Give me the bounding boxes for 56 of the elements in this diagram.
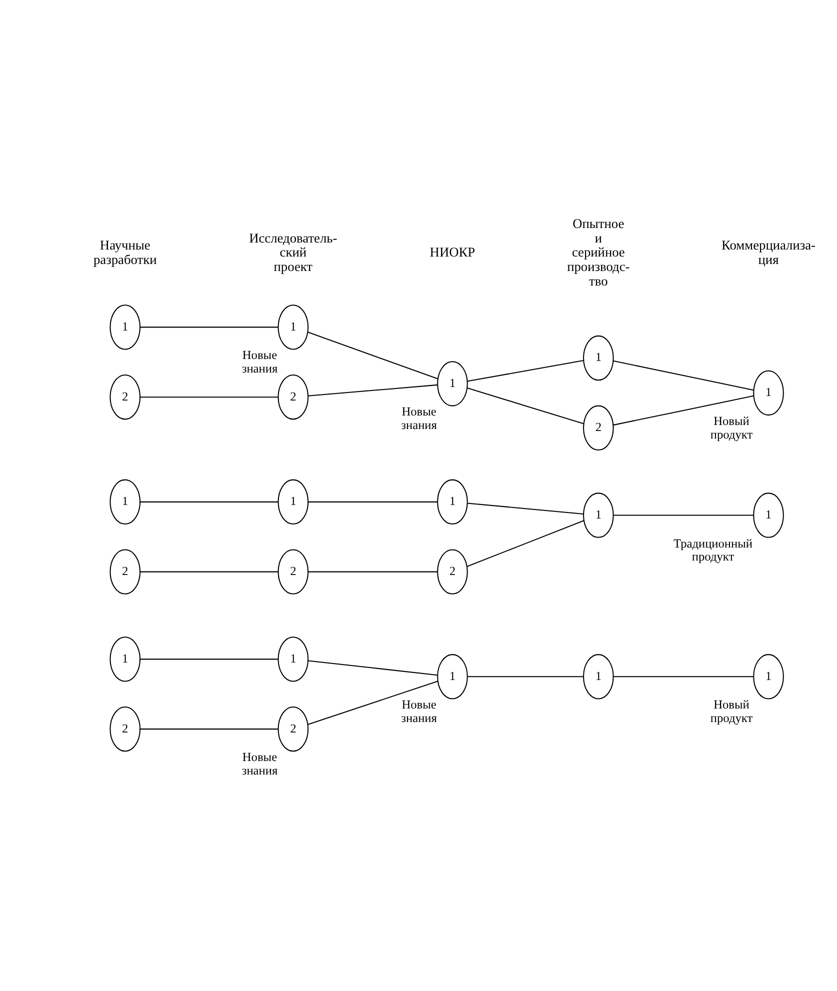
connector xyxy=(140,728,278,730)
node-ellipse: 1 xyxy=(110,636,141,682)
connector xyxy=(613,360,754,391)
node-label: Новые знания xyxy=(242,348,278,376)
node-ellipse: 2 xyxy=(110,549,141,594)
label: НИОКР xyxy=(430,244,476,260)
node-ellipse: 1 xyxy=(437,479,468,525)
node-label: Новые знания xyxy=(401,404,437,432)
node-label: Новые знания xyxy=(401,698,437,725)
node-ellipse: 2 xyxy=(278,706,309,752)
label: Опытное и серийное производс- тво xyxy=(567,216,630,288)
node-label: Новый продукт xyxy=(710,414,753,442)
label: Исследователь- ский проект xyxy=(249,230,338,274)
connector xyxy=(613,676,754,678)
connector xyxy=(308,680,438,725)
connector xyxy=(308,384,438,396)
connector xyxy=(140,571,278,572)
node-ellipse: 2 xyxy=(278,549,309,594)
node-ellipse: 1 xyxy=(278,304,309,350)
connector xyxy=(613,395,754,426)
node-ellipse: 1 xyxy=(110,304,141,350)
connector xyxy=(140,326,278,328)
node-ellipse: 1 xyxy=(583,492,614,538)
node-ellipse: 1 xyxy=(753,370,784,416)
connector xyxy=(466,520,584,567)
connector xyxy=(308,501,438,502)
node-ellipse: 1 xyxy=(583,654,614,700)
node-ellipse: 2 xyxy=(278,374,309,420)
connector xyxy=(613,514,754,516)
node-ellipse: 2 xyxy=(110,706,141,752)
node-ellipse: 2 xyxy=(583,405,614,451)
connector xyxy=(140,658,278,660)
node-ellipse: 1 xyxy=(110,479,141,525)
node-ellipse: 1 xyxy=(437,361,468,406)
node-ellipse: 2 xyxy=(110,374,141,420)
connector xyxy=(140,396,278,398)
label: Коммерциализа- ция xyxy=(722,237,816,267)
node-ellipse: 1 xyxy=(278,479,309,525)
node-ellipse: 1 xyxy=(278,636,309,682)
node-ellipse: 1 xyxy=(437,654,468,700)
connector xyxy=(140,501,278,502)
node-label: Традиционный продукт xyxy=(674,536,753,564)
connector xyxy=(468,502,584,514)
label: Научные разработки xyxy=(93,237,157,267)
connector xyxy=(308,332,438,380)
node-ellipse: 1 xyxy=(753,492,784,538)
node-ellipse: 1 xyxy=(583,335,614,381)
node-ellipse: 2 xyxy=(437,549,468,594)
connector xyxy=(468,676,584,678)
node-label: Новый продукт xyxy=(710,698,753,725)
connector xyxy=(308,571,438,572)
connector xyxy=(467,387,584,424)
node-ellipse: 1 xyxy=(753,654,784,700)
connector xyxy=(308,660,438,676)
connector xyxy=(467,360,584,382)
node-label: Новые знания xyxy=(242,750,278,778)
